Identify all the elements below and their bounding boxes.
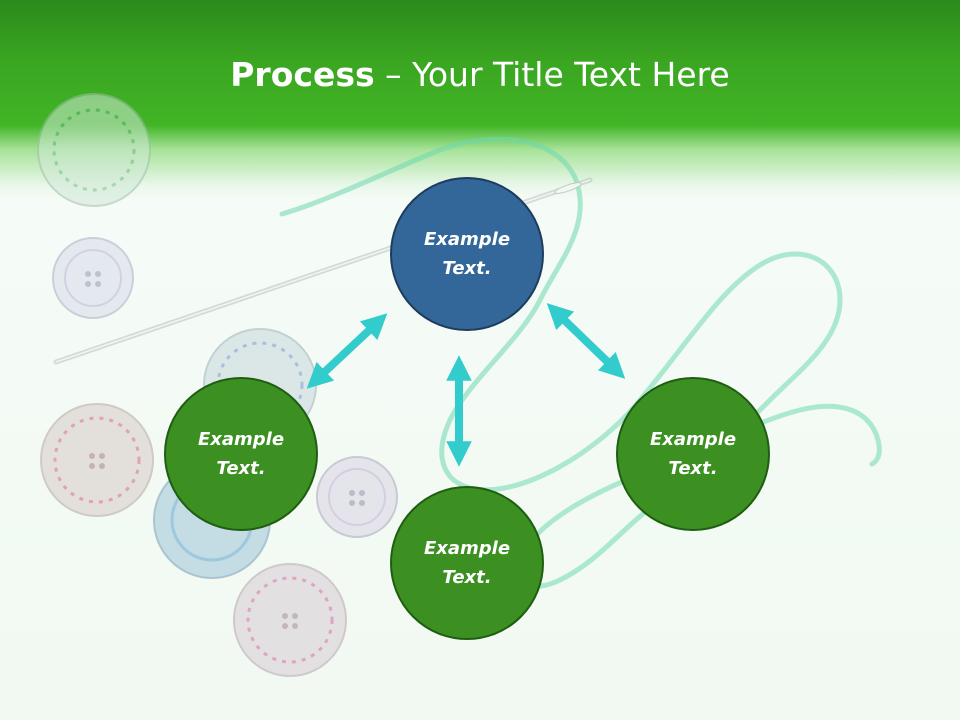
node-text-line2: Text. — [668, 458, 718, 479]
process-node-right: Example Text. — [616, 377, 770, 531]
node-text-line1: Example — [197, 429, 285, 450]
process-node-bottom: Example Text. — [390, 486, 544, 640]
node-text-line2: Text. — [442, 567, 492, 588]
process-node-left: Example Text. — [164, 377, 318, 531]
node-text-line1: Example — [649, 429, 737, 450]
node-text-line2: Text. — [216, 458, 266, 479]
title-bold: Process — [230, 55, 375, 94]
node-text-line1: Example — [423, 538, 511, 559]
slide-title: Process – Your Title Text Here — [0, 54, 960, 96]
button-icon — [40, 403, 154, 517]
node-text-line2: Text. — [442, 258, 492, 279]
double-arrow-icon — [546, 303, 626, 379]
header-bar — [0, 0, 960, 200]
process-node-center: Example Text. — [390, 177, 544, 331]
button-icon — [37, 93, 151, 207]
button-icon — [316, 456, 398, 538]
node-text-line1: Example — [423, 229, 511, 250]
double-arrow-icon — [306, 313, 388, 389]
button-icon — [52, 237, 134, 319]
title-rest: – Your Title Text Here — [374, 55, 730, 94]
button-icon — [233, 563, 347, 677]
